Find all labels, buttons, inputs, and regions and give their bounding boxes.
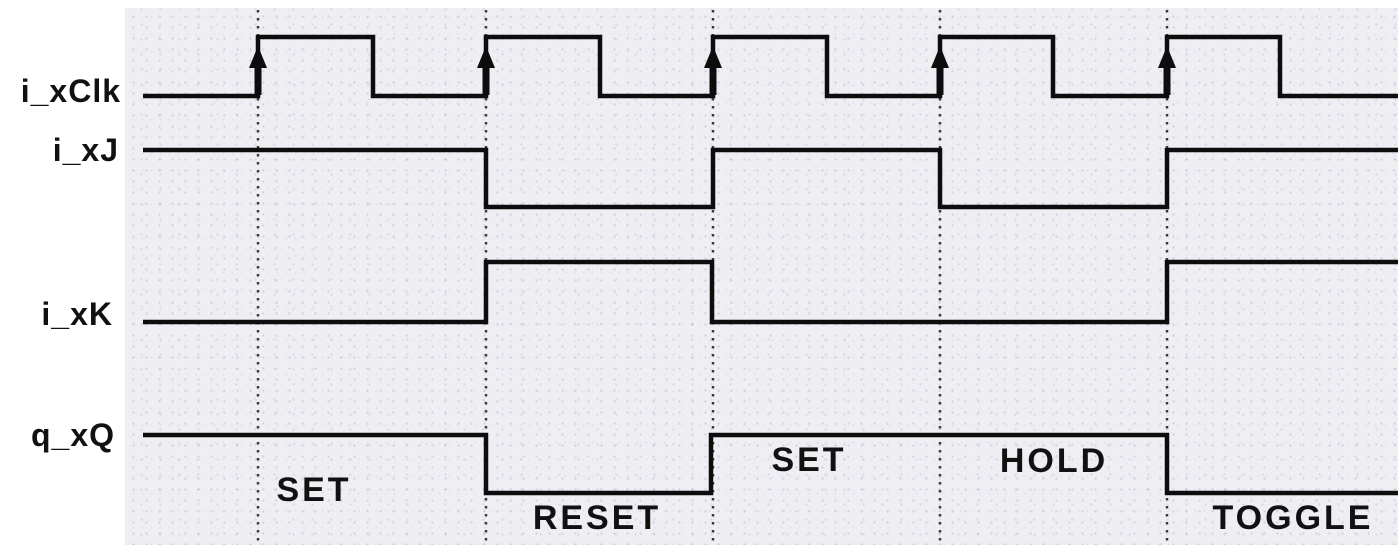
rising-edge-arrow-head-icon-1: [249, 46, 267, 68]
rising-edge-arrow-head-icon-3: [704, 46, 722, 68]
annotation-hold: HOLD: [999, 442, 1109, 480]
signal-label-i-xclk: i_xClk: [20, 73, 121, 109]
rising-edge-arrow-head-icon-4: [931, 46, 949, 68]
signal-label-i-xk: i_xK: [41, 296, 113, 332]
plot-background: [125, 8, 1398, 545]
rising-edge-arrow-head-icon-2: [477, 46, 495, 68]
rising-edge-arrow-head-icon-5: [1158, 46, 1176, 68]
annotation-toggle: TOGGLE: [1212, 499, 1374, 537]
waveform-i_xClk: [143, 34, 1398, 99]
waveform-q_xQ: [143, 432, 1398, 496]
waveform-i_xJ: [143, 147, 1398, 210]
signal-label-i-xj: i_xJ: [52, 132, 119, 168]
signal-label-q-xq: q_xQ: [30, 417, 115, 453]
annotation-reset: RESET: [532, 499, 662, 537]
annotation-set-2: SET: [771, 441, 847, 479]
waveform-i_xK: [143, 259, 1398, 325]
annotation-set-1: SET: [276, 471, 352, 509]
